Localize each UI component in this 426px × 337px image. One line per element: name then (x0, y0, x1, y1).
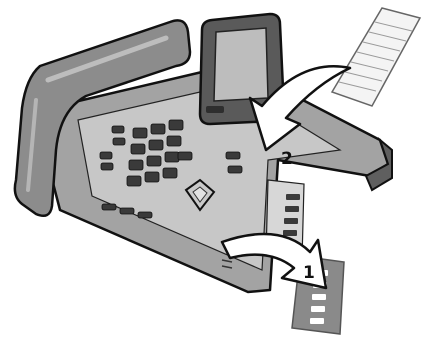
display-key-left (206, 106, 224, 113)
new-label-strip (332, 8, 420, 106)
display-screen (214, 28, 268, 101)
step-label-insert: 2 (281, 149, 293, 169)
step-label-remove: 1 (303, 263, 315, 283)
